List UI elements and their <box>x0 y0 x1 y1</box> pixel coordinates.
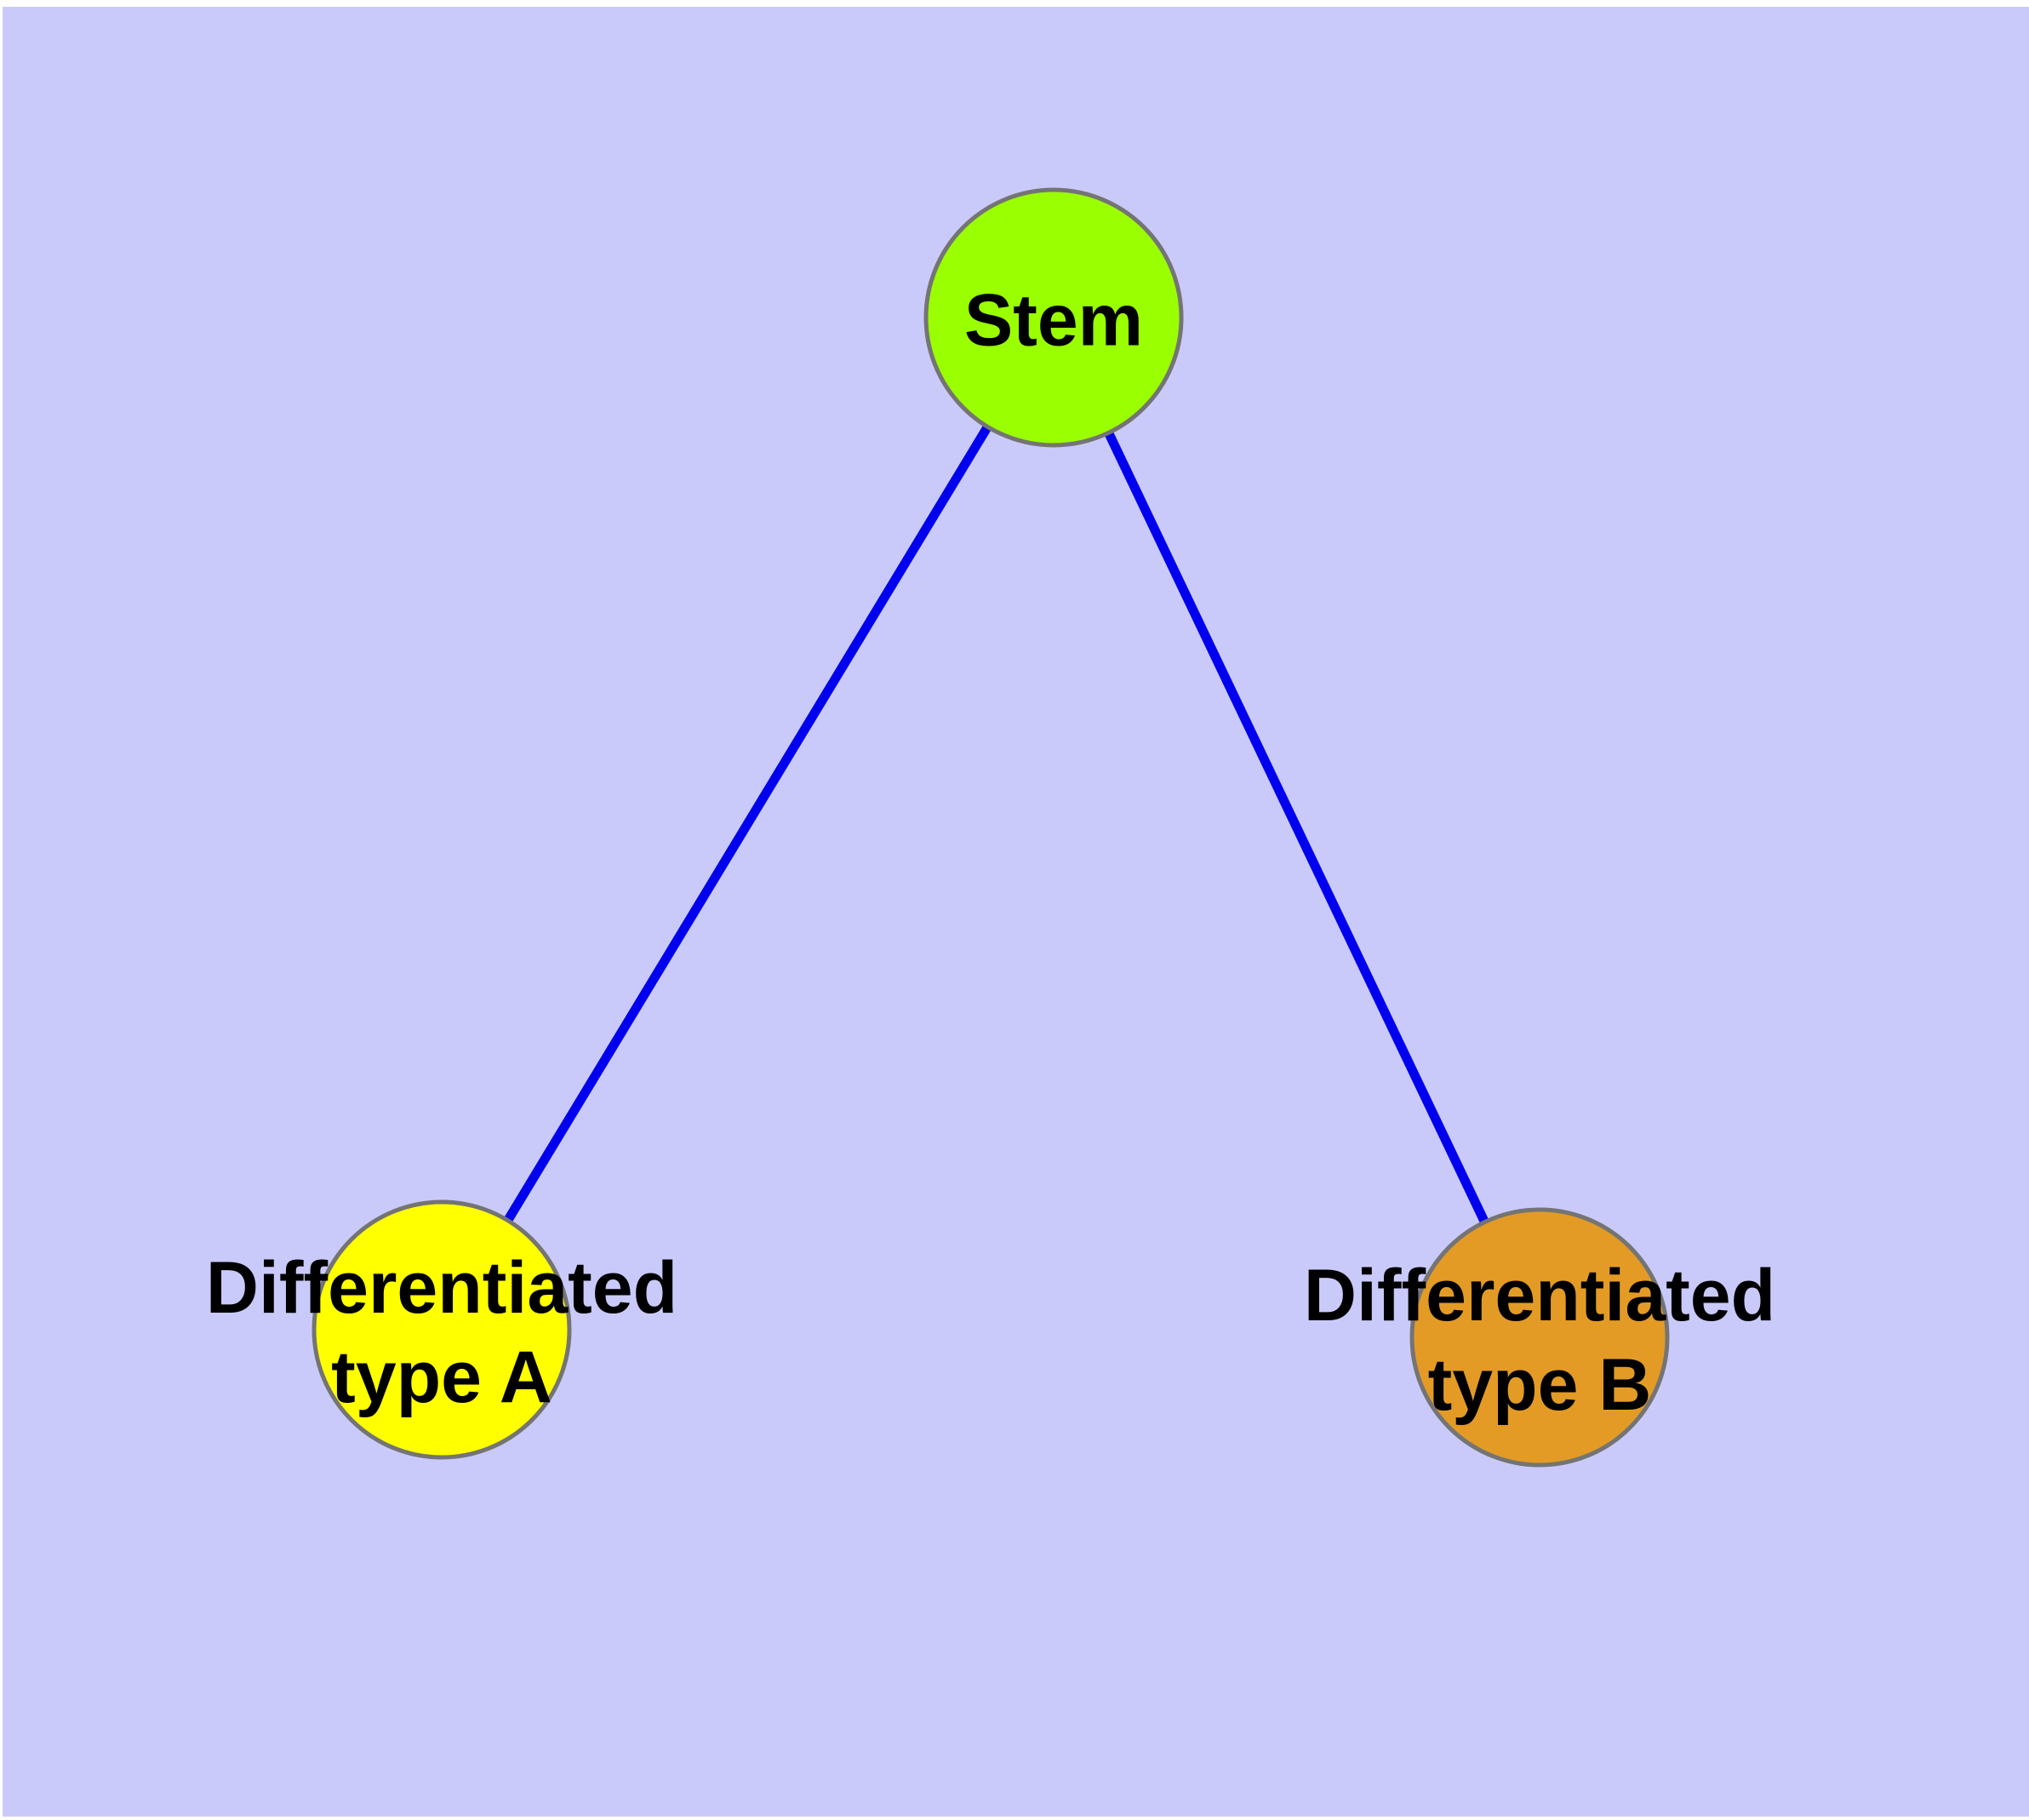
node-type-b-circle <box>1409 1207 1670 1468</box>
edge-stem-to-type-a <box>437 315 1058 1332</box>
edge-stem-to-type-b <box>1049 315 1544 1340</box>
node-type-a-circle <box>311 1199 572 1460</box>
node-stem-circle <box>923 187 1184 448</box>
